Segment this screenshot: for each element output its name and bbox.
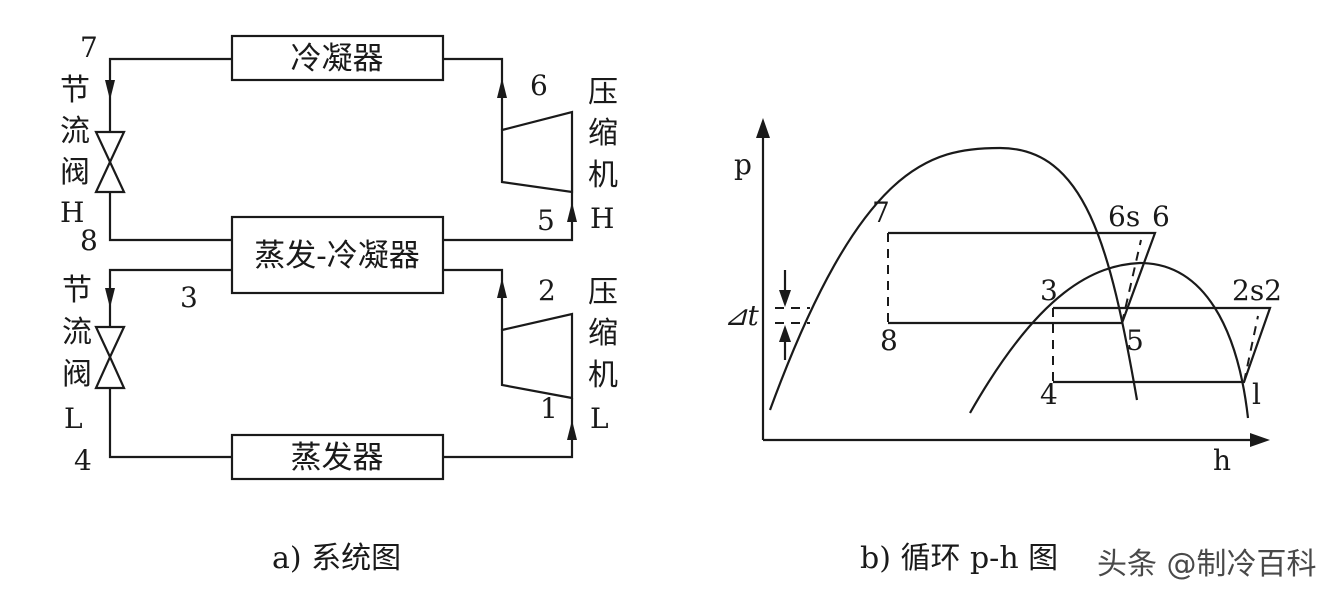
- compressor-high-char-3: 机: [588, 158, 618, 193]
- delta-t-label: ⊿t: [724, 299, 759, 332]
- system-diagram: 冷凝器 蒸发-冷凝器 蒸发器 7 8 3 4 6 5 2 1 节 流: [60, 31, 618, 576]
- throttle-valve-high-icon: [94, 130, 126, 194]
- watermark-text: 头条 @制冷百科: [1097, 547, 1317, 582]
- pipe-evapcond-to-valve-l: [108, 268, 232, 327]
- valve-low-char-2: 流: [62, 315, 92, 350]
- flow-arrow-up-discharge-high-icon: [497, 78, 507, 98]
- high-cycle-isentropic-5-6s: [1121, 239, 1142, 324]
- state-point-4: 4: [74, 444, 92, 477]
- system-diagram-caption: a) 系统图: [272, 541, 401, 576]
- ph-point-5: 5: [1126, 324, 1144, 357]
- state-point-2: 2: [538, 274, 556, 307]
- valve-high-char-2: 流: [60, 114, 90, 149]
- h-axis-label: h: [1213, 444, 1231, 477]
- flow-arrow-down-high-icon: [105, 80, 115, 100]
- evaporator-label: 蒸发器: [291, 440, 384, 476]
- compressor-high-icon: [500, 110, 574, 194]
- saturation-dome-low: [969, 261, 1250, 419]
- ph-point-l: l: [1252, 378, 1261, 411]
- ph-point-2s2: 2s2: [1232, 274, 1282, 307]
- evaporator-box: [230, 433, 445, 481]
- compressor-low-icon: [500, 312, 574, 400]
- high-cycle-condensation: [888, 231, 1157, 325]
- ph-point-8: 8: [880, 324, 898, 357]
- flow-arrow-down-low-icon: [105, 288, 115, 308]
- state-point-1: 1: [540, 392, 558, 425]
- low-cycle-condensation: [1053, 306, 1272, 384]
- compressor-low-tag: L: [590, 402, 609, 435]
- ph-point-6: 6: [1152, 200, 1170, 233]
- flow-arrow-up-discharge-low-icon: [497, 278, 507, 298]
- compressor-low-char-3: 机: [588, 358, 618, 393]
- valve-high-char-1: 节: [60, 73, 90, 108]
- condenser-label: 冷凝器: [291, 41, 384, 77]
- pipe-condenser-to-valve-h: [108, 57, 232, 132]
- compressor-high-char-1: 压: [588, 75, 618, 110]
- state-point-8: 8: [80, 224, 98, 257]
- state-point-3: 3: [180, 281, 198, 314]
- compressor-high-tag: H: [590, 202, 614, 235]
- valve-low-tag: L: [64, 402, 83, 435]
- h-axis-arrow-icon: [1250, 433, 1270, 447]
- evap-condenser-box: [230, 215, 445, 295]
- p-axis-arrow-icon: [756, 118, 770, 138]
- saturation-dome-high: [768, 146, 1139, 411]
- condenser-box: [230, 34, 445, 82]
- pipe-valve-h-to-evapcond: [108, 192, 232, 242]
- compressor-low-char-2: 缩: [588, 316, 618, 351]
- ph-point-3: 3: [1040, 274, 1058, 307]
- pipe-compressor-l-to-evapcond: [443, 268, 504, 330]
- compressor-low-char-1: 压: [588, 275, 618, 310]
- valve-high-tag: H: [60, 196, 84, 229]
- evap-condenser-label: 蒸发-冷凝器: [254, 238, 419, 274]
- flow-arrow-up-suction-high-icon: [567, 202, 577, 222]
- ph-point-6s: 6s: [1108, 200, 1140, 233]
- state-point-7: 7: [80, 31, 98, 64]
- compressor-high-char-2: 缩: [588, 116, 618, 151]
- valve-low-char-3: 阀: [62, 357, 92, 392]
- valve-high-char-3: 阀: [60, 155, 90, 190]
- flow-arrow-up-suction-low-icon: [567, 420, 577, 440]
- pipe-evapcond-to-compressor-h: [443, 170, 574, 242]
- low-cycle-isentropic-1-2s: [1243, 315, 1259, 383]
- delta-t-arrow-up-icon: [779, 325, 791, 342]
- state-point-6: 6: [530, 69, 548, 102]
- ph-point-7: 7: [872, 196, 890, 229]
- ph-point-4: 4: [1040, 378, 1058, 411]
- state-point-5: 5: [537, 204, 555, 237]
- pipe-evaporator-to-compressor-l: [443, 398, 574, 459]
- delta-t-arrow-down-icon: [779, 290, 791, 307]
- ph-diagram-caption: b) 循环 p-h 图: [860, 541, 1058, 576]
- p-axis-label: p: [734, 148, 752, 181]
- throttle-valve-low-icon: [94, 325, 126, 390]
- pipe-compressor-h-to-condenser: [443, 57, 504, 130]
- pipe-valve-l-to-evaporator: [108, 388, 232, 459]
- ph-diagram: p h ⊿t 7 6s 6 3 2s2 8 5 4 l b) 循环 p-h 图: [724, 118, 1282, 576]
- valve-low-char-1: 节: [62, 273, 92, 308]
